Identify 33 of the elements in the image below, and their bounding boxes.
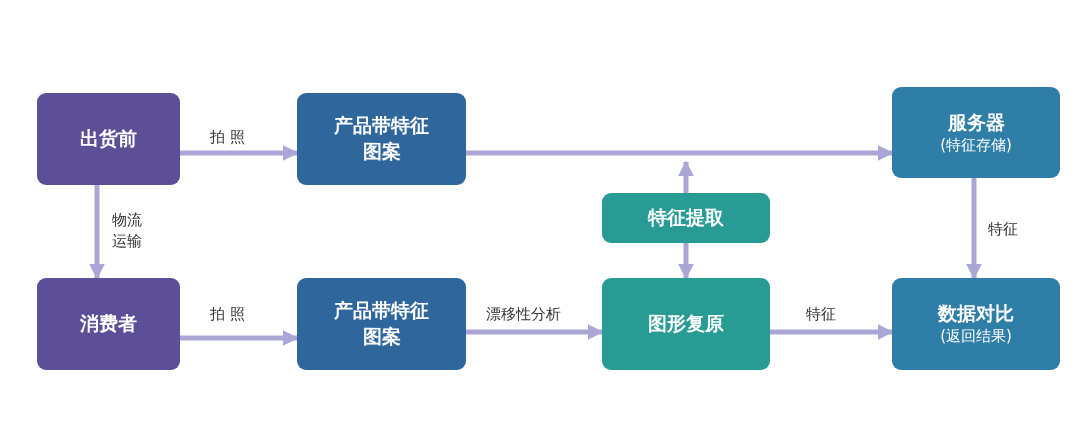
arrow: [678, 243, 694, 280]
process-box: [892, 87, 1060, 178]
box-subtitle: (返回结果): [940, 327, 1012, 347]
arrow: [466, 145, 894, 161]
process-box: [602, 193, 770, 243]
edge-label: 拍 照: [210, 128, 245, 147]
edge-label: 特征: [806, 305, 836, 324]
edge-label: 漂移性分析: [486, 305, 561, 324]
box-title: 服务器: [947, 109, 1005, 135]
box-title: 出货前: [80, 126, 137, 152]
arrow: [89, 185, 105, 280]
process-box: [37, 278, 180, 370]
process-box: [297, 93, 466, 185]
box-title: 产品带特征图案: [334, 298, 429, 349]
edge-label: 物流运输: [112, 210, 143, 252]
arrow: [678, 160, 694, 193]
arrow: [466, 324, 604, 340]
edge-label: 拍 照: [210, 305, 245, 324]
process-box: [602, 278, 770, 370]
arrow: [770, 324, 894, 340]
process-box: [297, 278, 466, 370]
arrow: [180, 145, 299, 161]
box-title: 消费者: [80, 311, 137, 337]
process-box: [892, 278, 1060, 370]
box-title: 图形复原: [648, 311, 724, 337]
edge-label: 特征: [988, 220, 1018, 239]
box-title: 数据对比: [938, 301, 1014, 327]
box-title: 特征提取: [648, 205, 724, 231]
box-subtitle: (特征存储): [940, 135, 1012, 156]
arrow: [966, 178, 982, 280]
box-title: 产品带特征图案: [334, 113, 429, 164]
process-box: [37, 93, 180, 185]
arrow: [180, 330, 299, 346]
